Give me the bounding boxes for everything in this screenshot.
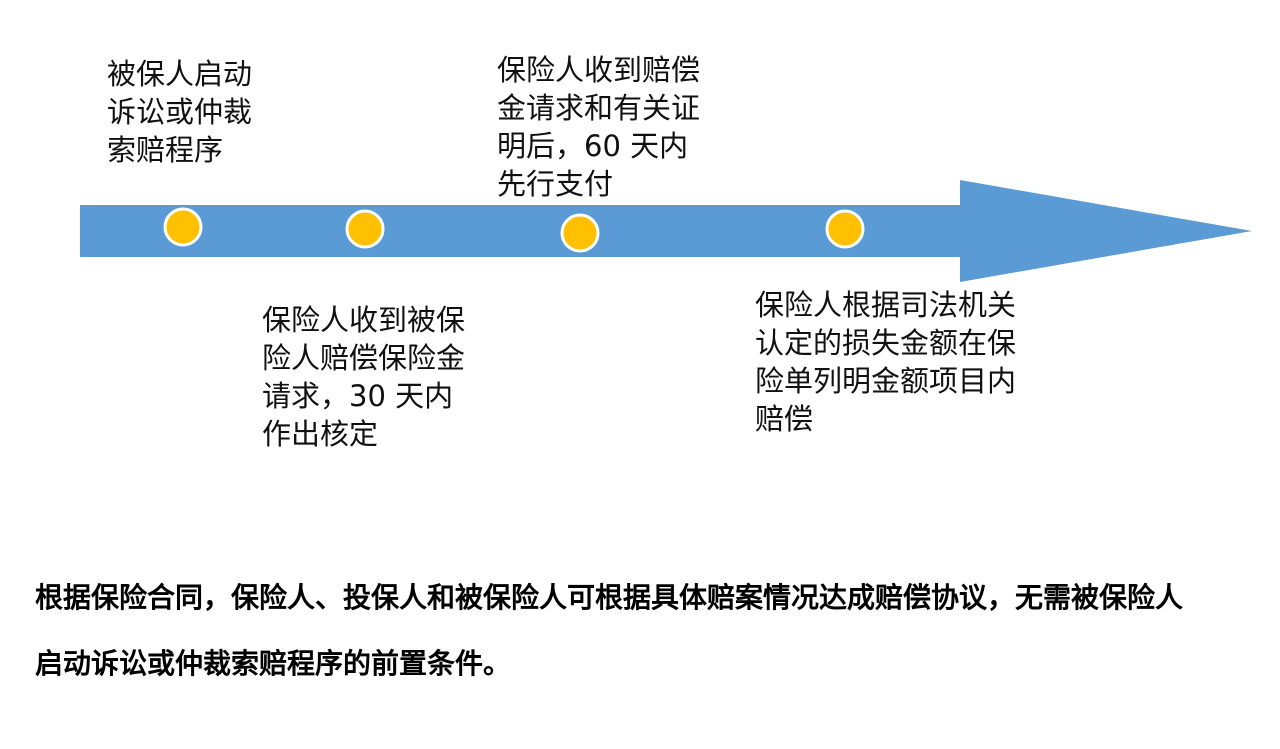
- milestone-label-line: 诉讼或仲裁: [107, 95, 253, 129]
- milestone-label-line: 认定的损失金额在保: [755, 326, 1017, 360]
- milestone-label-2: 保险人收到被保 险人赔偿保险金 请求，30 天内 作出核定: [262, 301, 465, 453]
- milestone-label-line: 金请求和有关证: [497, 91, 701, 125]
- milestone-label-line: 保险人根据司法机关: [755, 288, 1017, 322]
- timeline-arrow: [80, 180, 1252, 282]
- milestone-label-line: 索赔程序: [107, 133, 224, 167]
- milestone-marker-1: [163, 207, 203, 247]
- milestone-label-line: 保险人收到被保: [262, 303, 466, 337]
- milestone-label-line: 明后，60 天内: [497, 129, 689, 163]
- milestone-label-line: 险人赔偿保险金: [262, 341, 466, 375]
- milestone-label-line: 被保人启动: [107, 57, 253, 91]
- milestone-marker-3: [560, 213, 600, 253]
- milestone-marker-4: [825, 209, 865, 249]
- milestone-label-line: 险单列明金额项目内: [755, 364, 1017, 398]
- milestone-label-line: 赔偿: [755, 402, 814, 436]
- milestone-label-3: 保险人收到赔偿 金请求和有关证 明后，60 天内 先行支付: [497, 51, 700, 203]
- milestone-label-line: 请求，30 天内: [262, 379, 454, 413]
- milestone-label-1: 被保人启动 诉讼或仲裁 索赔程序: [107, 55, 252, 169]
- summary-note-line: 启动诉讼或仲裁索赔程序的前置条件。: [35, 647, 512, 680]
- milestone-label-line: 先行支付: [497, 167, 614, 201]
- milestone-marker-2: [345, 209, 385, 249]
- summary-note-line: 根据保险合同，保险人、投保人和被保险人可根据具体赔案情况达成赔偿协议，无需被保险…: [35, 581, 1184, 614]
- milestone-label-line: 作出核定: [262, 417, 379, 451]
- summary-note: 根据保险合同，保险人、投保人和被保险人可根据具体赔案情况达成赔偿协议，无需被保险…: [35, 565, 1183, 697]
- milestone-label-4: 保险人根据司法机关 认定的损失金额在保 险单列明金额项目内 赔偿: [755, 286, 1016, 438]
- milestone-label-line: 保险人收到赔偿: [497, 53, 701, 87]
